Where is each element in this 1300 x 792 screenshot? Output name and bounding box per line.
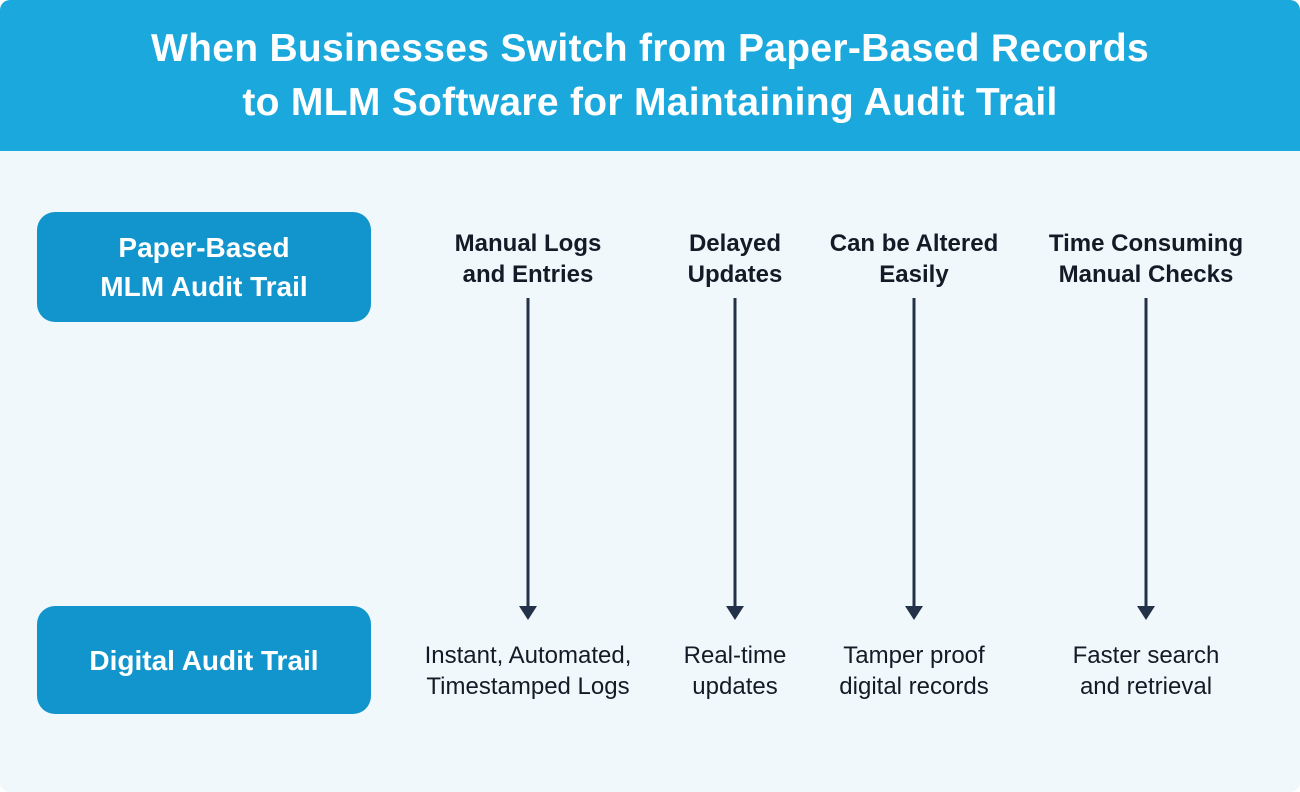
comparison-column-manual-logs: Manual Logs and Entries Instant, Automat…: [388, 212, 668, 722]
digital-row-badge: Digital Audit Trail: [37, 606, 371, 714]
arrow-head: [1137, 606, 1155, 620]
paper-point-label: Time Consuming Manual Checks: [1048, 230, 1244, 288]
digital-point-label: Instant, Automated, Timestamped Logs: [424, 642, 632, 700]
arrow-shaft: [526, 298, 530, 606]
paper-point-label: Delayed Updates: [687, 230, 783, 288]
down-arrow-icon: [519, 298, 537, 620]
down-arrow-icon: [1137, 298, 1155, 620]
arrow-head: [519, 606, 537, 620]
arrow-head: [726, 606, 744, 620]
paper-based-row-badge: Paper-Based MLM Audit Trail: [37, 212, 371, 322]
comparison-column-alteration: Can be Altered Easily Tamper proof digit…: [774, 212, 1054, 722]
paper-point-label: Can be Altered Easily: [829, 230, 999, 288]
digital-point-label: Faster search and retrieval: [1072, 642, 1220, 700]
arrow-shaft: [1144, 298, 1148, 606]
arrow-shaft: [733, 298, 737, 606]
digital-point-label: Real-time updates: [683, 642, 787, 700]
page-title: When Businesses Switch from Paper-Based …: [150, 26, 1150, 124]
digital-row-label: Digital Audit Trail: [89, 644, 319, 676]
comparison-canvas: Paper-Based MLM Audit Trail Digital Audi…: [0, 151, 1300, 792]
digital-point-label: Tamper proof digital records: [839, 642, 989, 700]
down-arrow-icon: [726, 298, 744, 620]
down-arrow-icon: [905, 298, 923, 620]
paper-point-label: Manual Logs and Entries: [454, 230, 602, 288]
comparison-column-updates: Delayed Updates Real-time updates: [595, 212, 875, 722]
arrow-shaft: [912, 298, 916, 606]
paper-based-row-label: Paper-Based MLM Audit Trail: [100, 232, 308, 302]
header-banner: When Businesses Switch from Paper-Based …: [0, 0, 1300, 151]
arrow-head: [905, 606, 923, 620]
comparison-column-checks: Time Consuming Manual Checks Faster sear…: [1006, 212, 1286, 722]
